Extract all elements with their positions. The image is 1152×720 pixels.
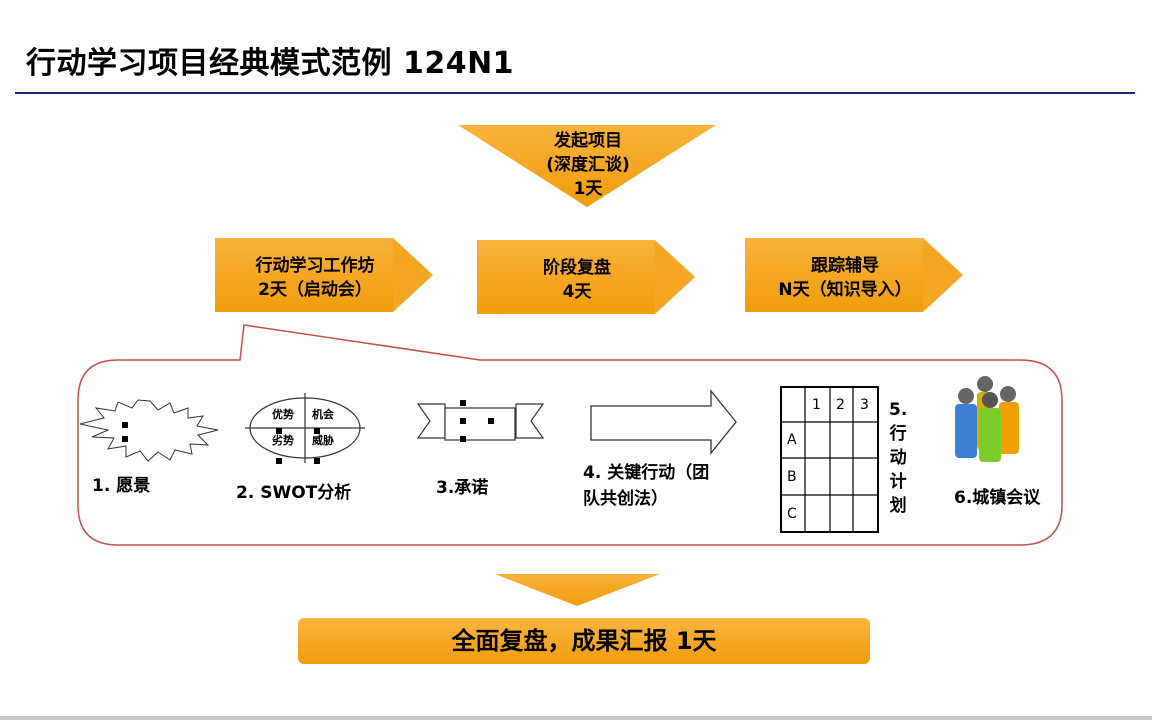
phase-arrow-2-tip (655, 240, 695, 314)
phase-2-line1: 阶段复盘 (543, 258, 611, 278)
step-action-line2: 队共创法） (583, 489, 668, 509)
plan-char: 划 (889, 496, 907, 516)
page-title: 行动学习项目经典模式范例 124N1 (26, 46, 515, 81)
plan-char: 动 (889, 448, 907, 468)
swot-marker-icon (276, 458, 282, 464)
step-meeting-label: 6.城镇会议 (954, 488, 1041, 508)
phase-arrow-1 (215, 238, 393, 312)
plan-col-3: 3 (860, 397, 869, 413)
phase-label-1: 行动学习工作坊 2天（启动会） (215, 254, 415, 302)
start-line3: 1天 (573, 179, 603, 199)
ribbon-banner-icon (444, 407, 516, 441)
key-action-arrow-icon (590, 389, 737, 455)
phase-arrow-2 (477, 240, 655, 314)
final-review-label: 全面复盘，成果汇报 1天 (451, 627, 717, 655)
step-action-label: 4. 关键行动（团 队共创法） (583, 460, 709, 512)
ribbon-marker-icon (460, 400, 466, 406)
vision-burst-icon (79, 399, 219, 462)
ribbon-right-tail (515, 403, 545, 439)
step-swot-label: 2. SWOT分析 (236, 483, 352, 503)
start-label: 发起项目 (深度汇谈) 1天 (488, 129, 688, 201)
phase-1-line2: 2天（启动会） (258, 280, 372, 300)
people-group-icon (955, 376, 1019, 462)
swot-marker-icon (314, 458, 320, 464)
vision-marker-icon (122, 422, 128, 428)
phase-2-line2: 4天 (562, 282, 592, 302)
ribbon-left-tail (416, 403, 446, 439)
step-commit-label: 3.承诺 (436, 478, 489, 498)
swot-cell-opportunity: 机会 (312, 408, 334, 421)
start-line2: (深度汇谈) (546, 155, 630, 175)
swot-marker-icon (276, 428, 282, 434)
step-action-line1: 4. 关键行动（团 (583, 463, 710, 483)
ribbon-marker-icon (460, 418, 466, 424)
final-triangle (495, 574, 660, 606)
final-review-bar (298, 618, 870, 664)
phase-arrow-1-tip (393, 238, 433, 312)
footer-divider (0, 716, 1152, 720)
start-line1: 发起项目 (554, 131, 622, 151)
phase-arrow-3 (745, 238, 923, 312)
plan-row-a: A (787, 432, 797, 448)
phase-arrow-3-tip (923, 238, 963, 312)
plan-col-1: 1 (812, 397, 821, 413)
swot-cell-weakness: 劣势 (272, 434, 294, 447)
callout-frame (77, 324, 1063, 546)
action-plan-table (780, 386, 879, 533)
plan-char: 计 (889, 472, 907, 492)
phase-3-line2: N天（知识导入） (778, 280, 912, 300)
phase-label-2: 阶段复盘 4天 (477, 256, 677, 304)
step-plan-label: 5. 行 动 计 划 (889, 398, 907, 518)
phase-3-line1: 跟踪辅导 (811, 256, 879, 276)
plan-char: 5. (889, 400, 908, 420)
plan-row-c: C (787, 506, 797, 522)
swot-cell-strength: 优势 (272, 408, 294, 421)
plan-char: 行 (889, 424, 907, 444)
swot-cell-threat: 威胁 (312, 434, 334, 447)
phase-1-line1: 行动学习工作坊 (255, 256, 375, 276)
step-vision-label: 1. 愿景 (92, 476, 151, 496)
ribbon-marker-icon (488, 418, 494, 424)
title-divider (15, 92, 1135, 94)
plan-col-2: 2 (836, 397, 845, 413)
plan-row-b: B (787, 469, 797, 485)
ribbon-marker-icon (460, 436, 466, 442)
swot-marker-icon (314, 428, 320, 434)
vision-marker-icon (122, 436, 128, 442)
phase-label-3: 跟踪辅导 N天（知识导入） (735, 254, 955, 302)
start-triangle (458, 125, 716, 207)
